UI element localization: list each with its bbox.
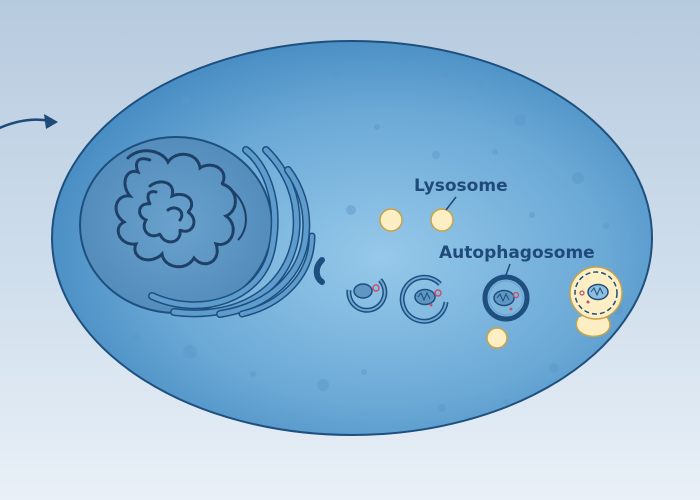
arrow-right-icon [0,114,58,130]
autophagosome [482,274,530,349]
chromatin [114,149,237,269]
autolysosome [569,266,623,338]
lysosome-approaching [486,327,508,349]
cytoplasm-particles [132,69,623,412]
lysosome-label: Lysosome [414,176,508,196]
phagophore-stage-2 [399,274,449,324]
phagophore-stage-1 [346,278,388,313]
lysosome-1 [379,208,403,232]
lysosome-pointer [445,196,457,211]
mitochondrion-icon [493,289,515,307]
lysosome-2 [430,208,454,232]
mitochondrion-icon [414,288,436,306]
mitochondrion-icon [353,283,373,299]
lysosome-group [379,208,454,232]
endoplasmic-reticulum-icon [148,146,325,318]
autophagosome-label: Autophagosome [439,243,595,263]
mitochondrion-icon [587,283,609,301]
